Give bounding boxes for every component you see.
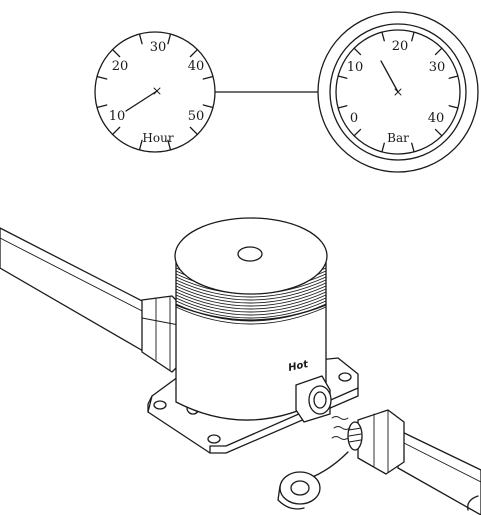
right-pipe-nut (357, 409, 405, 475)
thread-line-7 (175, 288, 327, 307)
gauge-scale-30: 30 (429, 60, 446, 75)
gauge-tick-1 (434, 128, 443, 137)
gauge-tick-0 (448, 105, 459, 109)
pressure-gauge: 20 10 30 0 40 Bar (317, 11, 479, 173)
ptfe-tape-outer (279, 471, 321, 505)
pressure-gauge-pivot (394, 88, 402, 96)
right-pipe-highlight (397, 439, 481, 483)
right-pipe (347, 409, 481, 515)
valve-cap-top (174, 217, 328, 295)
thread-line-10 (175, 297, 327, 316)
ptfe-tape-roll (277, 451, 349, 510)
timer-scale-10: 10 (109, 109, 126, 124)
pressure-gauge-needle (380, 60, 399, 93)
timer-tick-11 (202, 75, 214, 80)
ptfe-tape-side (277, 485, 305, 510)
left-pipe-body (0, 227, 151, 356)
gauge-tick-8 (381, 31, 385, 42)
thread-line-8 (175, 291, 327, 310)
gauge-tick-4 (353, 128, 362, 137)
valve-thread-bottom (175, 304, 327, 321)
pressure-gauge-ticks (337, 31, 459, 153)
right-pipe-thread-marks (348, 427, 362, 443)
thread-line-5 (175, 282, 327, 301)
valve-hot-marking: Hot (287, 359, 310, 374)
thread-line-4 (175, 279, 327, 298)
timer-dial-needle (125, 90, 158, 112)
flange-hole-left (153, 400, 167, 410)
timer-dial: 30 20 40 10 50 Hour (94, 31, 216, 153)
timer-tick-0 (202, 104, 214, 109)
timer-tick-10 (189, 48, 199, 58)
timer-scale-30: 30 (150, 40, 167, 55)
gauge-tick-3 (381, 142, 385, 153)
valve-cap-knob (237, 246, 263, 262)
gauge-tick-2 (411, 142, 415, 153)
gauge-scale-10: 10 (347, 60, 364, 75)
timer-unit-label: Hour (142, 131, 173, 145)
thread-line-6 (175, 285, 327, 304)
timer-tick-2 (167, 139, 172, 151)
edge-curl-mark (467, 495, 479, 511)
thread-line-11 (175, 300, 327, 319)
timer-dial-pivot (153, 87, 161, 95)
timer-tick-5 (96, 104, 108, 109)
timer-scale-20: 20 (112, 59, 129, 74)
thread-line-13 (175, 306, 327, 325)
left-pipe (0, 227, 185, 373)
timer-tick-3 (138, 139, 143, 151)
right-pipe-thread-end (347, 421, 363, 451)
flange-hole-front (207, 434, 221, 444)
pressure-gauge-ring (329, 23, 467, 161)
sealing-tape-hint (331, 416, 351, 440)
timer-tick-9 (167, 33, 172, 45)
timer-tick-1 (189, 126, 199, 136)
gauge-unit-label: Bar (387, 131, 409, 145)
timer-tick-6 (96, 75, 108, 80)
valve-outlet-bore (313, 391, 327, 409)
valve-body: Hot (174, 217, 332, 423)
gauge-tick-5 (337, 105, 348, 109)
flange-edge-left (147, 395, 153, 413)
valve-outlet-opening (308, 385, 332, 415)
gauge-tick-7 (353, 47, 362, 56)
gauge-scale-0: 0 (350, 111, 358, 126)
timer-tick-7 (111, 48, 121, 58)
timer-tick-4 (111, 126, 121, 136)
flange-edge-front (209, 387, 359, 454)
timer-scale-50: 50 (188, 109, 205, 124)
gauge-tick-9 (411, 31, 415, 42)
ptfe-tape-core (290, 480, 310, 496)
gauge-scale-20: 20 (392, 39, 409, 54)
thread-line-9 (175, 294, 327, 313)
left-pipe-highlight (0, 237, 151, 316)
gauge-scale-40: 40 (428, 111, 445, 126)
ptfe-tape-strip (309, 451, 349, 479)
timer-scale-40: 40 (188, 59, 205, 74)
flange-hole-right (338, 372, 352, 382)
gauge-tick-10 (434, 47, 443, 56)
pressure-gauge-face (335, 29, 461, 155)
timer-dial-ticks (96, 33, 214, 151)
gauge-tick-6 (337, 75, 348, 79)
timer-tick-8 (138, 33, 143, 45)
gauge-tick-11 (448, 75, 459, 79)
